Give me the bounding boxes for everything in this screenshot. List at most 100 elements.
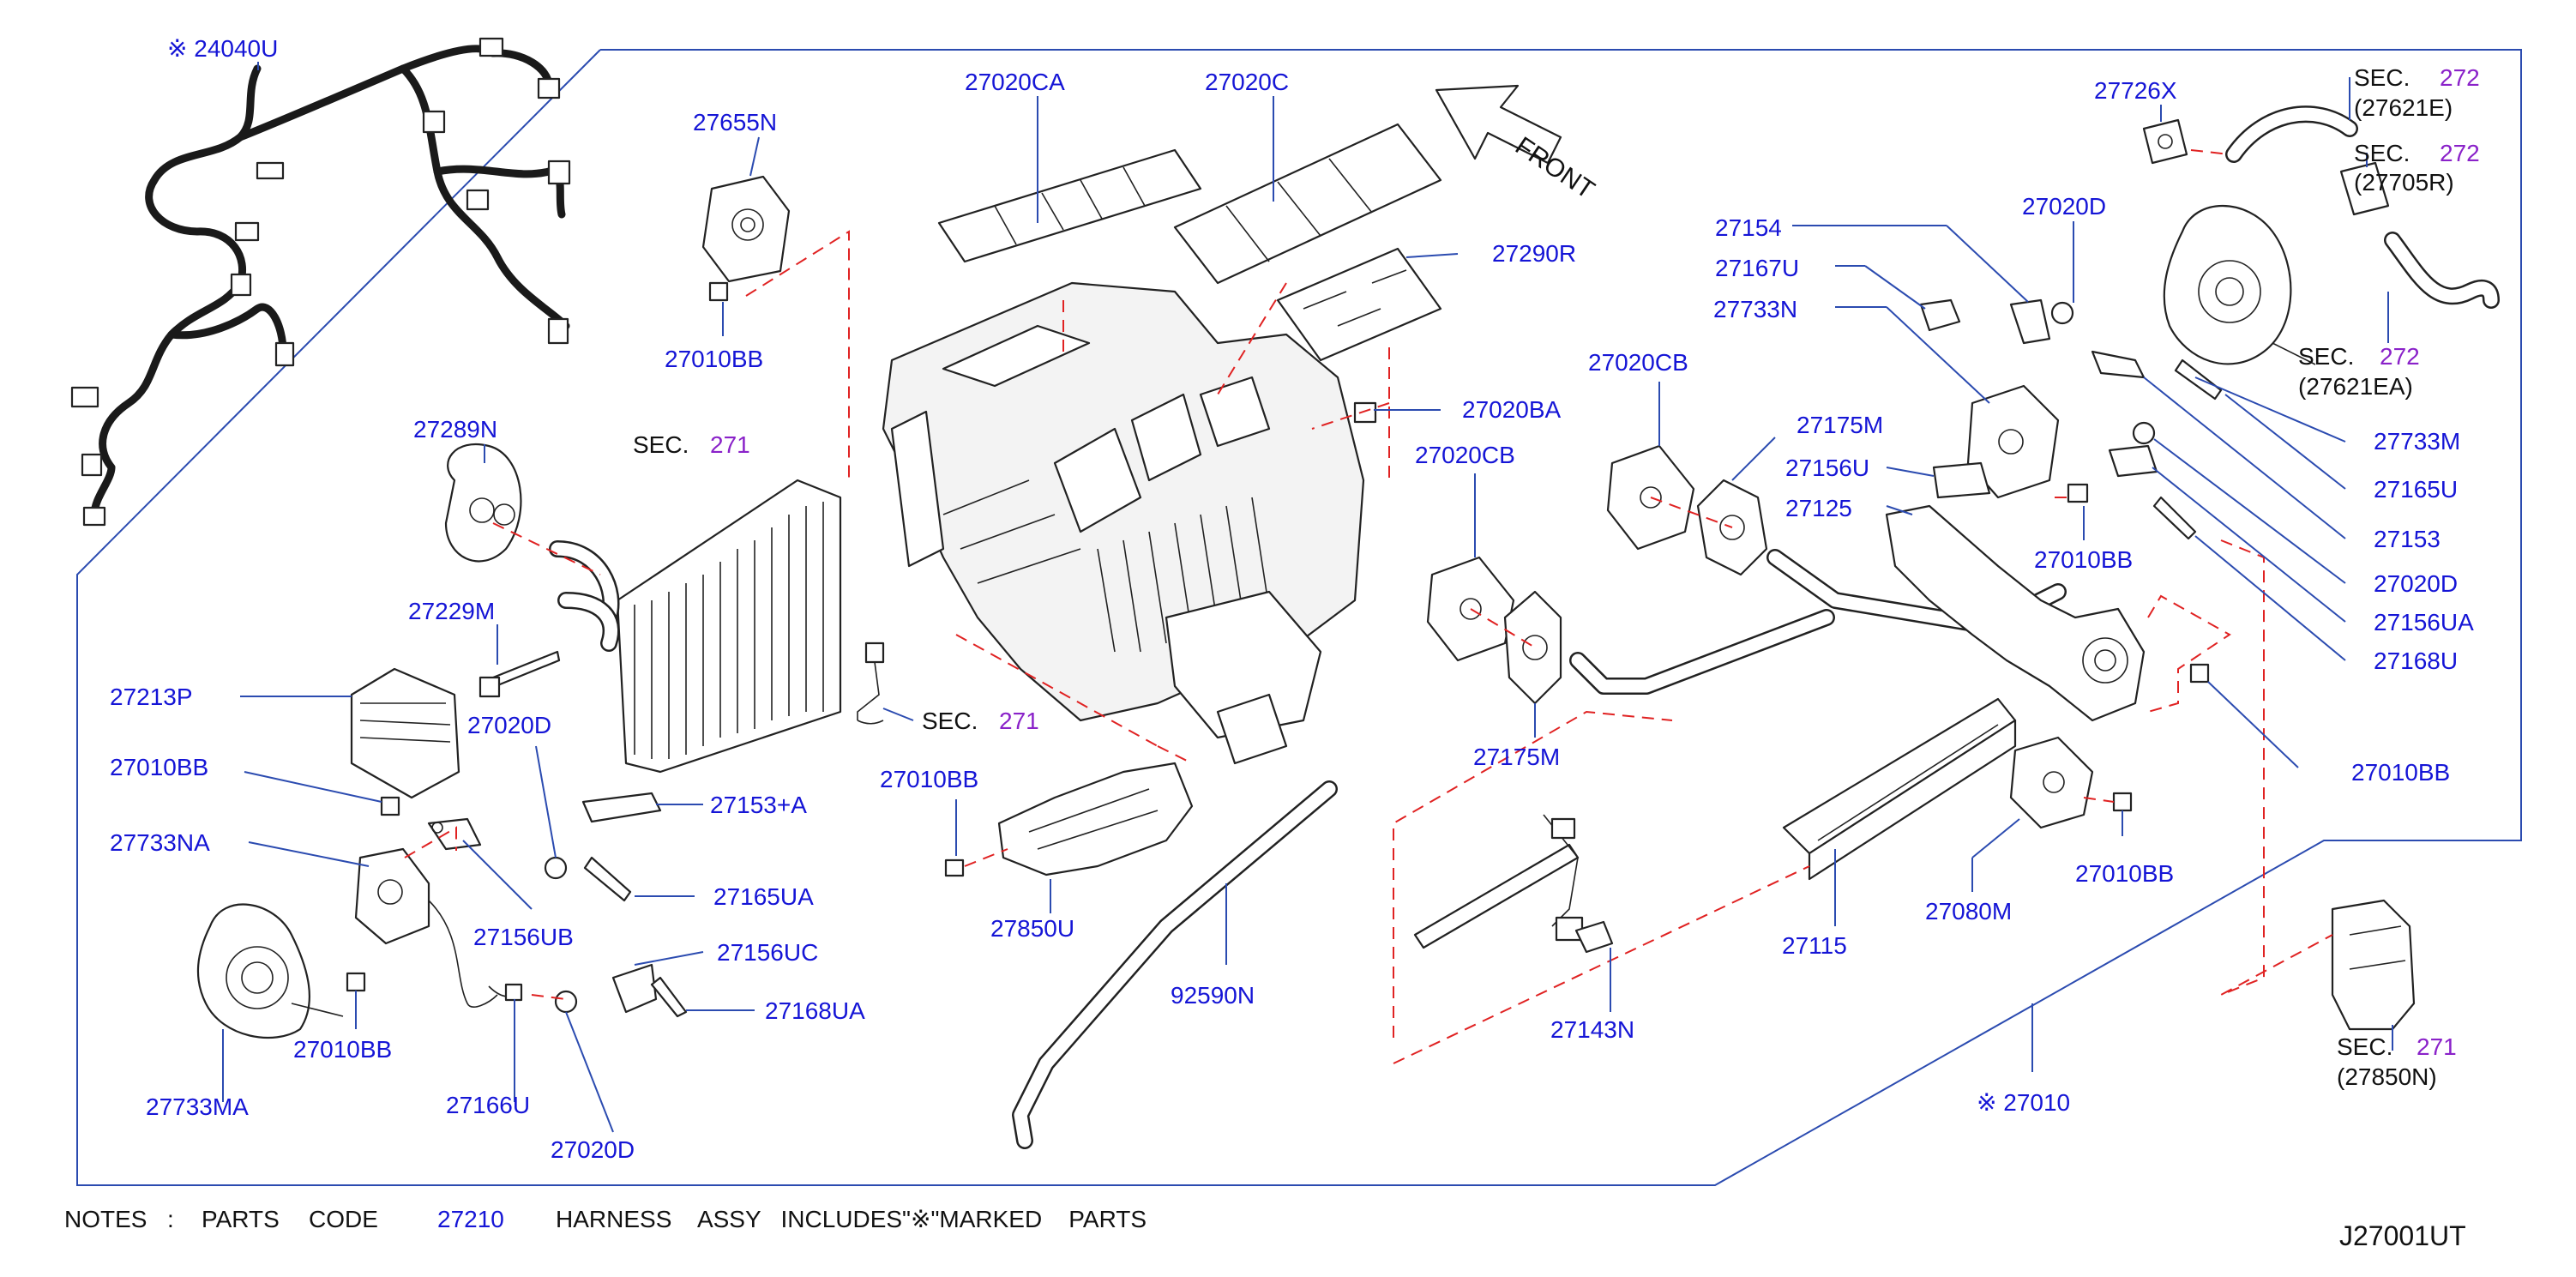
label-27655N[interactable]: 27655N (693, 109, 777, 136)
lever-27167U-drawing (1919, 298, 1961, 332)
label-92590N[interactable]: 92590N (1171, 982, 1255, 1009)
lever-27156UA-drawing (2108, 444, 2158, 478)
link-27168U-drawing (2152, 496, 2197, 540)
label-27010BB-d[interactable]: 27010BB (880, 766, 978, 792)
notes-code-word: CODE (309, 1206, 378, 1232)
label-27020BA[interactable]: 27020BA (1462, 396, 1562, 423)
label-27010[interactable]: ※ 27010 (1977, 1089, 2070, 1116)
link-27165UA-drawing (583, 856, 632, 902)
label-27156U[interactable]: 27156U (1785, 455, 1869, 481)
sec-ref-27850N: (27850N) (2337, 1063, 2437, 1090)
sec-label-27850N: SEC. (2337, 1033, 2392, 1060)
notes-code-27210[interactable]: 27210 (437, 1206, 504, 1232)
label-27733MA[interactable]: 27733MA (146, 1093, 249, 1120)
label-27175M-a[interactable]: 27175M (1797, 412, 1883, 438)
bolt-27229M-drawing (478, 650, 561, 698)
label-27020D-d[interactable]: 27020D (2374, 570, 2458, 597)
label-27010BB-g[interactable]: 27010BB (2351, 759, 2450, 786)
screw-27010BB-b-drawing (380, 796, 400, 816)
heater-core-27115-drawing (1782, 697, 2017, 881)
label-27020CB-a[interactable]: 27020CB (1588, 349, 1688, 376)
label-27020D-a[interactable]: 27020D (467, 712, 551, 738)
label-27010BB-c[interactable]: 27010BB (293, 1036, 392, 1063)
label-27020C[interactable]: 27020C (1205, 69, 1289, 95)
front-arrow (1435, 84, 1562, 165)
label-27153A[interactable]: 27153+A (710, 792, 807, 818)
sec-number-271-sensor[interactable]: 271 (999, 708, 1039, 734)
drain-hose-92590N-drawing (1012, 780, 1338, 1149)
label-27010BB-a[interactable]: 27010BB (665, 346, 763, 372)
lever-27156U-drawing (1932, 461, 1991, 499)
label-27166U[interactable]: 27166U (446, 1092, 530, 1118)
label-27156UB[interactable]: 27156UB (473, 924, 574, 950)
label-27168UA[interactable]: 27168UA (765, 997, 865, 1024)
lever-27153A-drawing (581, 792, 662, 823)
actuator-27655N-drawing (701, 175, 791, 302)
sec-ref-27621EA: (27621EA) (2298, 373, 2413, 400)
clip-27020D-d-drawing (2132, 421, 2156, 445)
screw-27010BB-e-drawing (2067, 483, 2089, 503)
lever-27154-drawing (2009, 298, 2051, 345)
label-27010BB-f[interactable]: 27010BB (2075, 860, 2174, 887)
label-27165UA[interactable]: 27165UA (713, 883, 814, 910)
hose-lower-drawing (2384, 232, 2500, 309)
label-27167U[interactable]: 27167U (1715, 255, 1799, 281)
diagram-id: J27001UT (2339, 1220, 2466, 1251)
label-27080M[interactable]: 27080M (1925, 898, 2012, 925)
label-27168U[interactable]: 27168U (2374, 648, 2458, 674)
label-27153[interactable]: 27153 (2374, 526, 2441, 552)
label-27733NA[interactable]: 27733NA (110, 829, 210, 856)
label-27289N[interactable]: 27289N (413, 416, 497, 443)
label-27010BB-b[interactable]: 27010BB (110, 754, 208, 780)
actuator-27080M-drawing (2009, 736, 2094, 829)
label-27733N[interactable]: 27733N (1713, 296, 1797, 322)
sec-number-271-duct[interactable]: 271 (2417, 1033, 2457, 1060)
notes-line: NOTES : PARTS CODE 27210 HARNESS ASSY IN… (64, 1206, 1147, 1232)
sec-label-27621EA: SEC. (2298, 343, 2354, 370)
screw-27010BB-c-drawing (346, 972, 366, 992)
notes-parts-word: PARTS (202, 1206, 280, 1232)
label-27733M[interactable]: 27733M (2374, 428, 2460, 455)
filter-27020C-drawing (1173, 123, 1442, 285)
sec-number-271-evaporator[interactable]: 271 (710, 431, 750, 458)
blower-27733M-drawing (2163, 205, 2316, 365)
label-27290R[interactable]: 27290R (1492, 240, 1576, 267)
label-27229M[interactable]: 27229M (408, 598, 495, 624)
label-27175M-b[interactable]: 27175M (1473, 744, 1560, 770)
sec-number-272-a[interactable]: 272 (2440, 64, 2480, 91)
label-27850U[interactable]: 27850U (990, 915, 1074, 942)
label-27726X[interactable]: 27726X (2094, 77, 2177, 104)
screw-27010BB-f-drawing (2112, 792, 2133, 812)
label-27143N[interactable]: 27143N (1550, 1016, 1634, 1043)
label-27020D-c[interactable]: 27020D (2022, 193, 2106, 220)
assembly-frame (76, 49, 2522, 1186)
label-24040U[interactable]: ※ 24040U (167, 35, 278, 62)
label-27213P[interactable]: 27213P (110, 684, 193, 710)
clip-27020D-a-drawing (544, 856, 568, 880)
sec-number-272-b[interactable]: 272 (2440, 140, 2480, 166)
label-27154[interactable]: 27154 (1715, 214, 1782, 241)
label-27156UA[interactable]: 27156UA (2374, 609, 2474, 635)
sensor-wire-drawing (857, 642, 885, 725)
label-27165U[interactable]: 27165U (2374, 476, 2458, 503)
duct-27850U-drawing (944, 762, 1194, 877)
leader-lines (222, 62, 2393, 1133)
label-27115[interactable]: 27115 (1782, 932, 1847, 959)
label-27010BB-e[interactable]: 27010BB (2034, 546, 2133, 573)
link-27168UA-drawing (650, 976, 688, 1018)
label-27125[interactable]: 27125 (1785, 495, 1852, 521)
label-27020D-b[interactable]: 27020D (551, 1136, 635, 1163)
blower-27733MA-drawing (196, 903, 344, 1039)
label-27020CB-b[interactable]: 27020CB (1415, 442, 1515, 468)
label-27020CA[interactable]: 27020CA (965, 69, 1065, 95)
notes-text: HARNESS ASSY INCLUDES"※"MARKED PARTS (556, 1206, 1147, 1232)
sec-label-27621E: SEC. (2354, 64, 2410, 91)
sec-number-272-c[interactable]: 272 (2380, 343, 2420, 370)
clip-27020D-c-drawing (2050, 301, 2074, 325)
seal-27289N-drawing (444, 443, 522, 563)
sheet-27290R-drawing (1276, 247, 1442, 362)
lever-27156UC-drawing (611, 963, 658, 1014)
sec-label-sensor: SEC. (922, 708, 978, 734)
label-27156UC[interactable]: 27156UC (717, 939, 818, 966)
